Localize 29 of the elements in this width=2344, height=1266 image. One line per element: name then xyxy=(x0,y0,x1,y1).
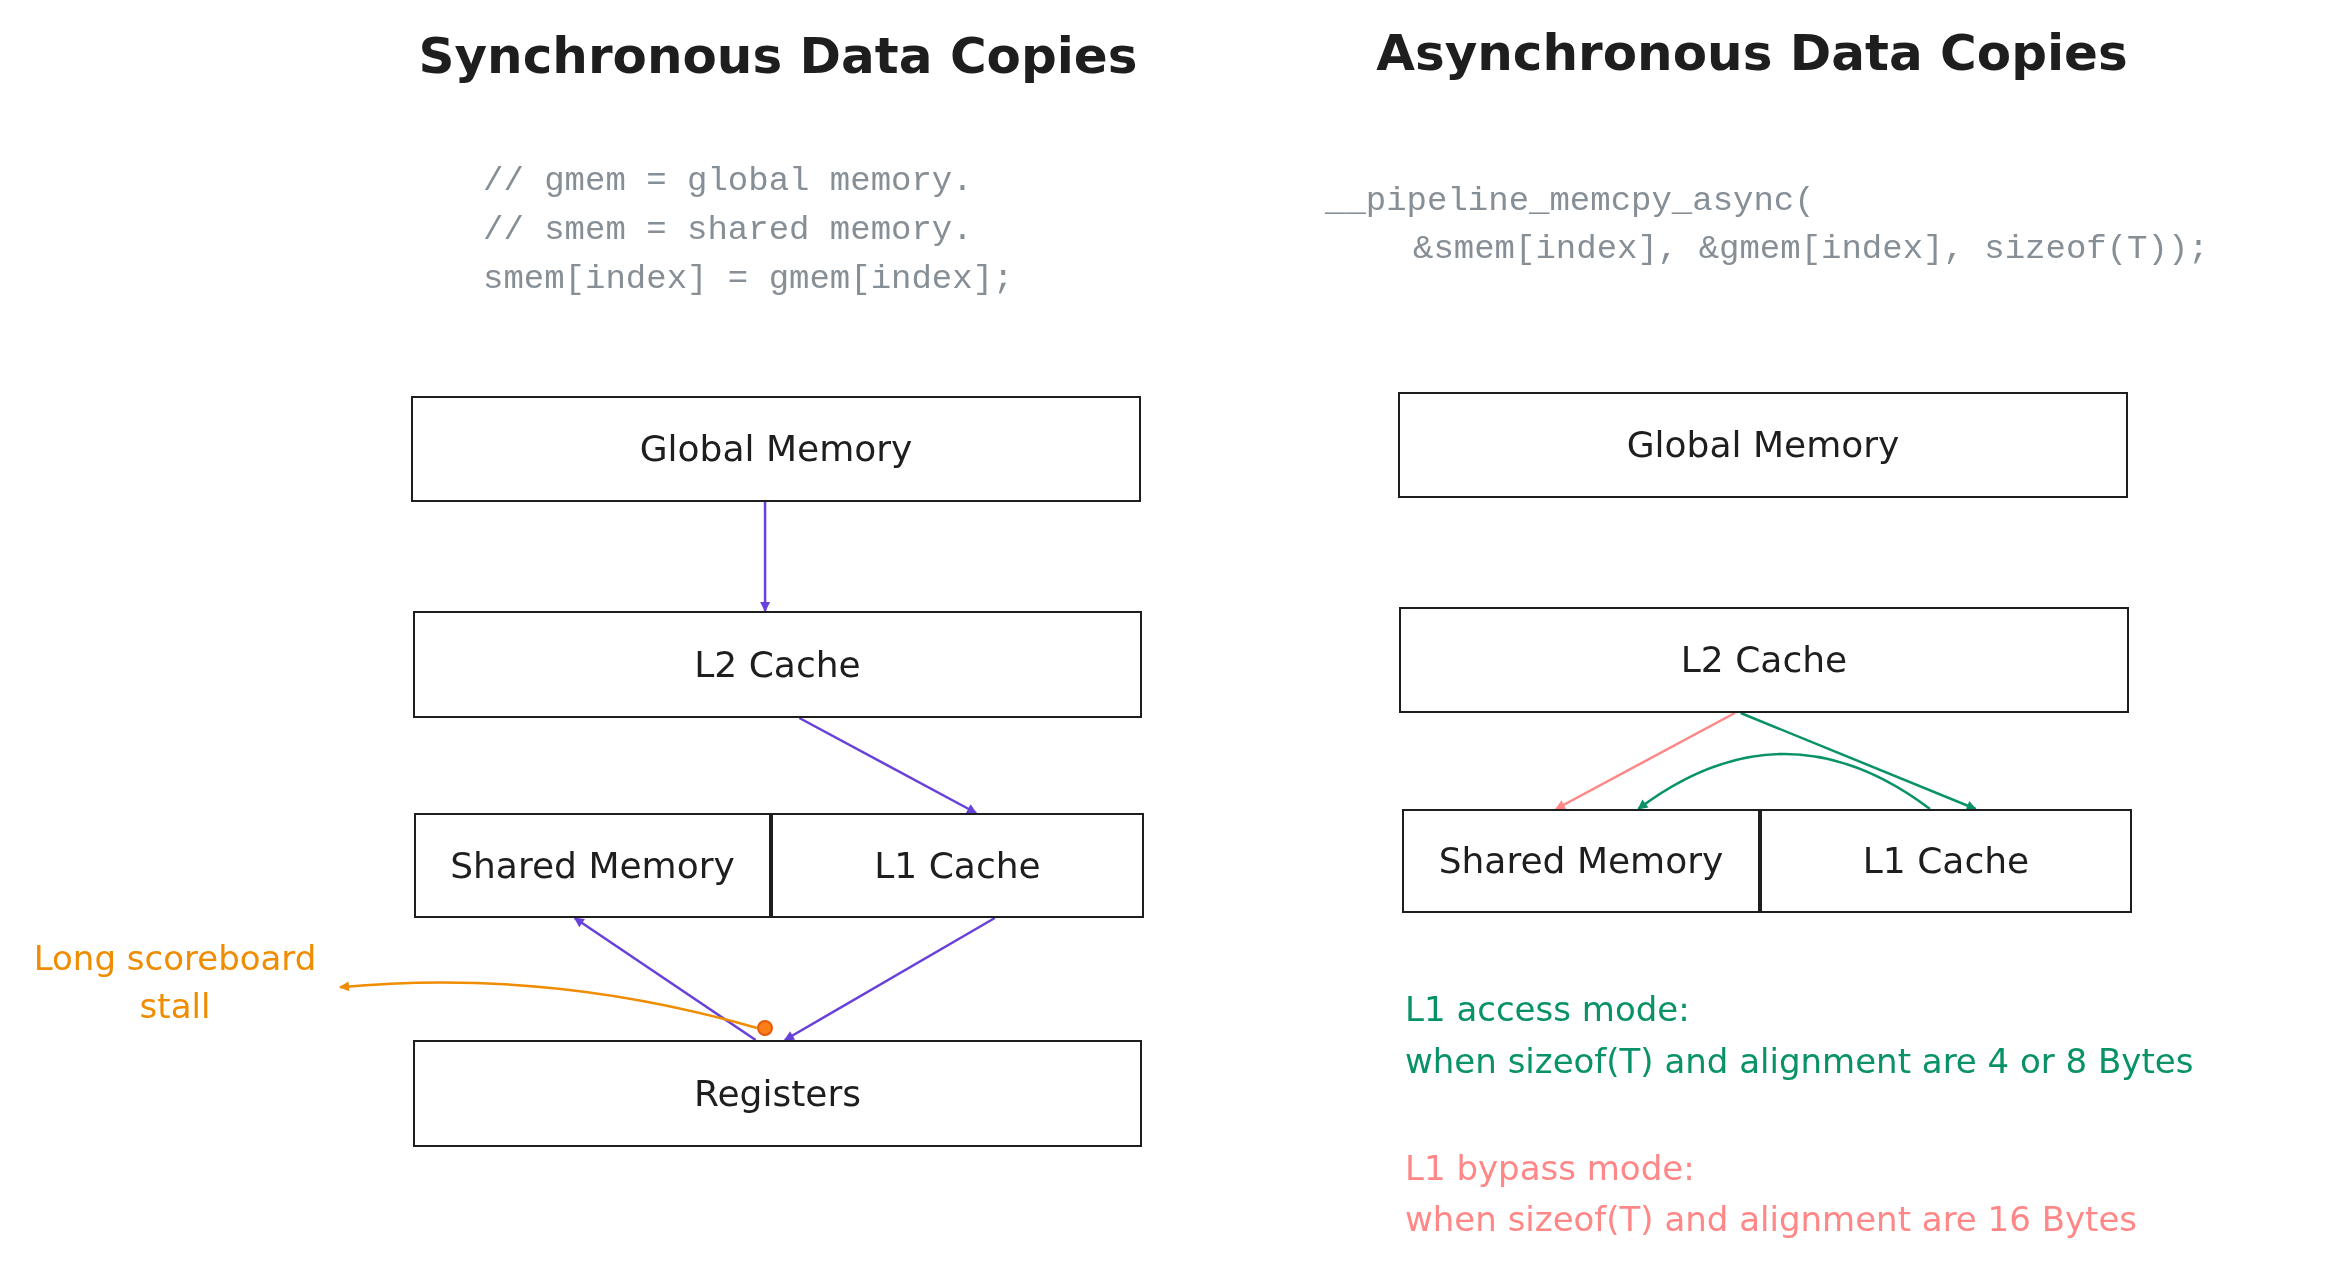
heading: Synchronous Data Copies xyxy=(418,26,1138,87)
box-label: L2 Cache xyxy=(694,642,861,687)
note-text: // smem = shared memory. xyxy=(483,210,973,251)
arrow xyxy=(573,916,757,1042)
heading: Asynchronous Data Copies xyxy=(1376,23,2128,84)
annotation-text: Long scoreboard stall xyxy=(10,930,340,1034)
arrow xyxy=(1637,752,1931,811)
box-label: L1 Cache xyxy=(1862,839,2030,883)
box-label: Global Memory xyxy=(1626,423,1900,467)
note-text: L1 bypass mode: xyxy=(1405,1147,1695,1190)
box-label: L1 Cache xyxy=(874,843,1041,888)
box-label: Shared Memory xyxy=(450,843,735,888)
box-label: Shared Memory xyxy=(1438,839,1724,883)
note-text: when sizeof(T) and alignment are 16 Bytes xyxy=(1405,1198,2138,1241)
note-text: __pipeline_memcpy_async( xyxy=(1325,181,1815,222)
box-label: L2 Cache xyxy=(1680,638,1848,682)
note-text: // gmem = global memory. xyxy=(483,161,973,202)
note-text: L1 access mode: xyxy=(1405,988,1690,1031)
arrow xyxy=(760,502,771,612)
arrow xyxy=(339,981,758,1030)
box-label: Registers xyxy=(694,1071,861,1116)
box-label: Global Memory xyxy=(639,427,913,471)
note-text: &smem[index], &gmem[index], sizeof(T)); xyxy=(1413,229,2209,270)
note-text: when sizeof(T) and alignment are 4 or 8 Bytes xyxy=(1405,1040,2194,1083)
arrow xyxy=(783,916,996,1042)
arrow xyxy=(798,716,978,815)
arrow xyxy=(1740,711,1977,811)
note-text: smem[index] = gmem[index]; xyxy=(483,259,1014,300)
arrow xyxy=(1555,711,1736,811)
